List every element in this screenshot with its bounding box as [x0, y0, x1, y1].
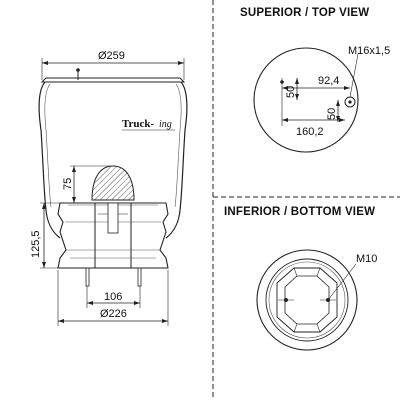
dim-inner-width: 106	[104, 291, 122, 303]
top-plate	[40, 77, 186, 83]
center-mark	[280, 80, 284, 84]
bottom-view: INFERIOR / BOTTOM VIEW M10	[224, 206, 377, 351]
top-view: SUPERIOR / TOP VIEW M16x1,5 92,4 50 50 1…	[240, 7, 390, 153]
bellows-inner	[44, 83, 182, 208]
dim-top-diameter: Ø259	[98, 50, 125, 62]
piston-dome	[91, 165, 135, 201]
dim-offset-x: 92,4	[318, 75, 339, 87]
thread-label-top: M16x1,5	[348, 45, 390, 57]
piston-body	[57, 202, 169, 269]
stud-left	[85, 267, 90, 287]
dim-span: 160,2	[296, 126, 324, 138]
dim-offset-y2: 50	[326, 108, 338, 120]
thread-label-bottom: M10	[356, 253, 377, 265]
dim-bottom-diameter: Ø226	[100, 308, 127, 320]
bottom-inner-circle	[265, 258, 349, 342]
dim-total-height: 125,5	[30, 230, 42, 258]
brand-logo-suffix: ing	[159, 119, 172, 130]
top-plate-circle	[253, 47, 359, 153]
bellows-outline	[38, 81, 188, 239]
brand-logo: Truck-	[122, 118, 155, 130]
side-view: Ø259 Truck- ing 75	[30, 50, 188, 326]
dim-piston-height: 75	[62, 178, 74, 190]
top-view-heading: SUPERIOR / TOP VIEW	[240, 7, 369, 19]
bottom-outer-circle	[256, 249, 358, 351]
dim-offset-y1: 50	[285, 86, 297, 98]
bottom-view-heading: INFERIOR / BOTTOM VIEW	[224, 206, 375, 218]
stud-right	[137, 267, 142, 287]
